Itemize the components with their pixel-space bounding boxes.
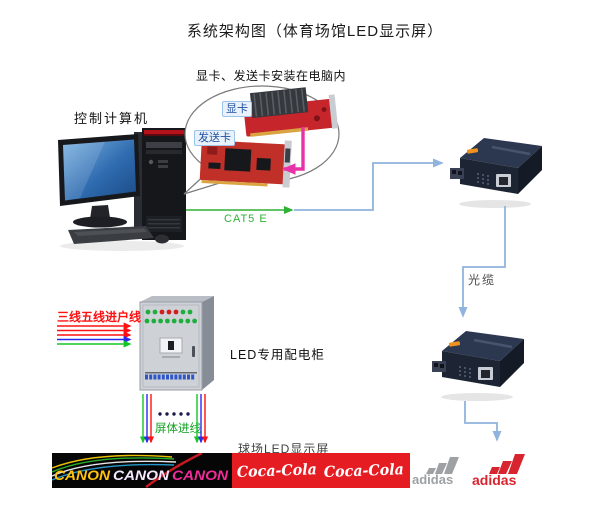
converter-logo (466, 148, 479, 154)
svg-text:adidas: adidas (472, 472, 517, 488)
screen-label: 球场LED显示屏 (238, 442, 330, 456)
banner-section-canon: CANON CANON CANON (52, 453, 232, 488)
callout-note: 显卡、发送卡安装在电脑内 (196, 69, 347, 83)
adidas-logo-red: adidas (472, 454, 525, 488)
callout-balloon (183, 85, 340, 195)
computer-label: 控制计算机 (74, 111, 150, 126)
canon-logo-2: CANON (113, 467, 170, 483)
led-indicators (459, 366, 471, 378)
mains-in-label: 三线五线进户线 (57, 310, 142, 324)
power-cabinet-icon (139, 296, 214, 391)
computer-shadow (60, 241, 184, 251)
fiber-converter-top-icon (450, 138, 542, 208)
converter-logo (448, 341, 461, 347)
cat5-label: CAT5 E (224, 213, 268, 225)
terminal-blocks (145, 374, 195, 380)
tower-icon (134, 128, 186, 240)
cabinet-handle (192, 346, 195, 357)
rainbow-swoosh (52, 453, 203, 488)
monitor-icon (58, 134, 140, 228)
graphics-card-icon (243, 87, 339, 137)
led-indicators (477, 173, 489, 185)
banner-section-adidas: adidas adidas (410, 453, 570, 488)
control-computer-icon (58, 128, 186, 251)
mouse-icon (155, 234, 169, 244)
keyboard-keys (74, 228, 147, 236)
canon-logo-3: CANON (172, 467, 229, 483)
indicator-lights (144, 309, 197, 324)
converter-to-screen-line (464, 401, 502, 442)
canon-logo-1: CANON (54, 467, 111, 483)
screen-feed-label: 屏体进线 (155, 423, 201, 435)
fiber-converter-bottom-icon (432, 331, 524, 401)
fiber-link-line (458, 206, 506, 318)
gpu-card-label: 显卡 (222, 101, 252, 117)
cocacola-logo-1: Coca-Cola (237, 460, 318, 481)
fiber-label: 光缆 (468, 273, 497, 287)
led-display-banner: CANON CANON CANON Coca-Cola Coca-Cola (52, 453, 570, 488)
mains-in-wires (57, 322, 132, 348)
feed-dots (158, 412, 190, 416)
banner-section-cocacola: Coca-Cola Coca-Cola (232, 453, 410, 488)
cocacola-logo-2: Coca-Cola (324, 460, 405, 481)
cabinet-label: LED专用配电柜 (230, 348, 325, 362)
fiber-port (450, 168, 464, 179)
fiber-port (432, 361, 446, 372)
page-title: 系统架构图（体育场馆LED显示屏） (186, 23, 444, 40)
svg-text:adidas: adidas (412, 472, 453, 487)
sender-card-label: 发送卡 (194, 130, 235, 146)
adidas-logo-gray: adidas (412, 457, 459, 487)
